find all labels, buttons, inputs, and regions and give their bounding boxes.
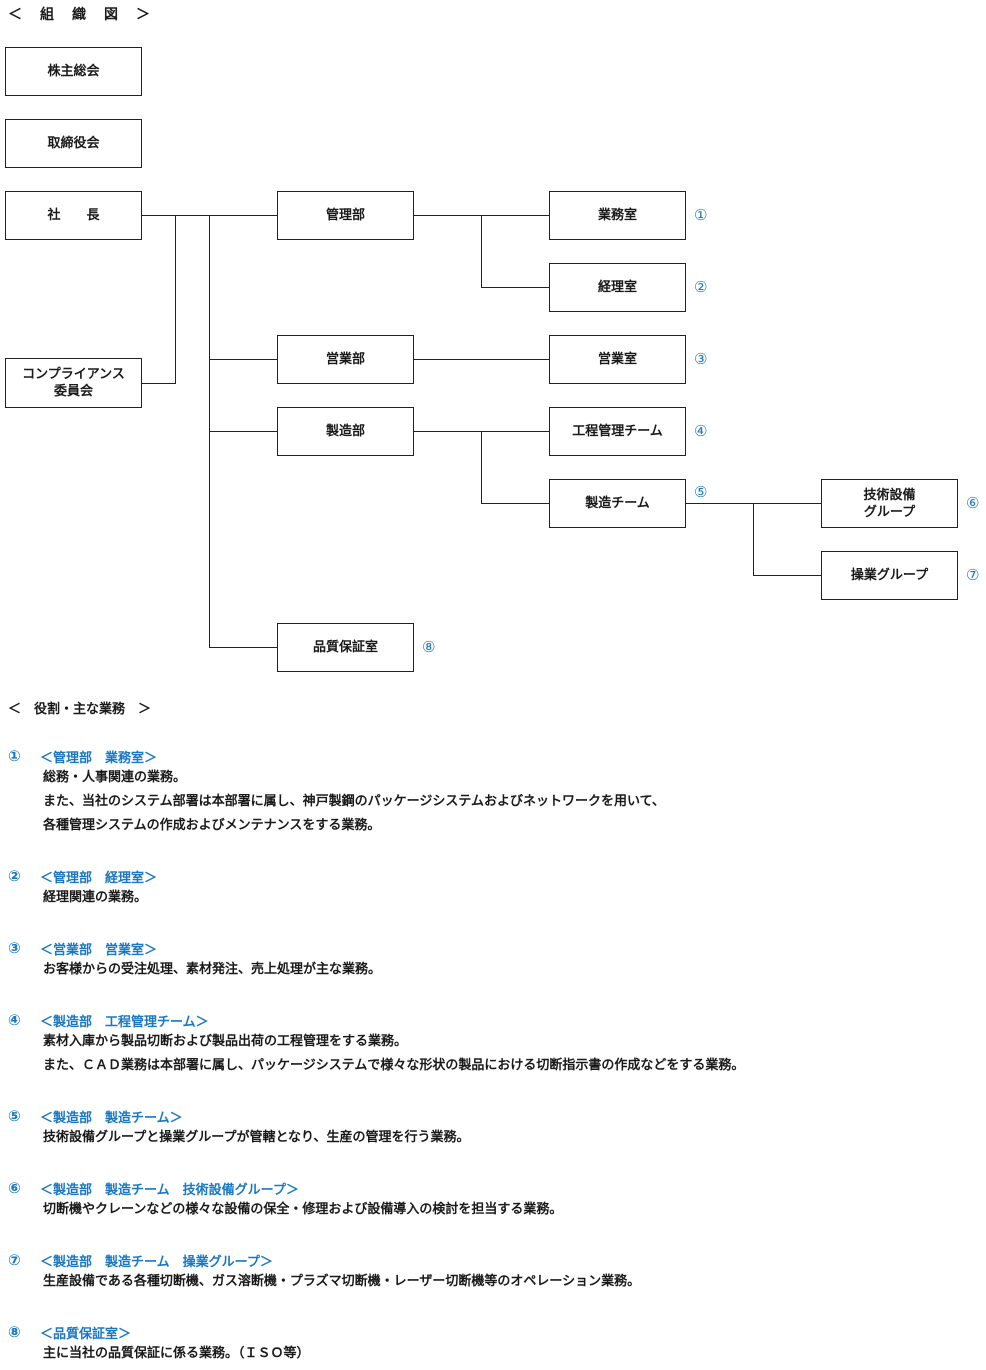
role-item: ⑦ ＜製造部 製造チーム 操業グループ＞ 生産設備である各種切断機、ガス溶断機・プ… [8, 1250, 968, 1294]
line-to-sales-dept [209, 359, 277, 360]
role-item: ③ ＜営業部 営業室＞ お客様からの受注処理、素材発注、売上処理が主な業務。 [8, 938, 968, 982]
role-line: 切断機やクレーンなどの様々な設備の保全・修理および設備導入の検討を担当する業務。 [43, 1202, 563, 1217]
marker-5: ⑤ [694, 483, 708, 501]
line-compliance-h [142, 383, 176, 384]
role-number: ⑤ [8, 1107, 21, 1125]
role-title: ＜製造部 製造チーム 操業グループ＞ [40, 1254, 273, 1270]
role-number: ② [8, 867, 21, 885]
line-to-qa-room [209, 647, 277, 648]
role-line: 技術設備グループと操業グループが管轄となり、生産の管理を行う業務。 [43, 1130, 470, 1145]
role-title: ＜営業部 営業室＞ [40, 942, 158, 958]
role-item: ⑥ ＜製造部 製造チーム 技術設備グループ＞ 切断機やクレーンなどの様々な設備の保… [8, 1178, 968, 1222]
role-number: ⑥ [8, 1179, 21, 1197]
marker-6: ⑥ [966, 494, 980, 512]
marker-3: ③ [694, 350, 708, 368]
box-sales-room: 営業室 [549, 335, 686, 384]
role-line: また、当社のシステム部署は本部署に属し、神戸製鋼のパッケージシステムおよびネット… [43, 794, 665, 809]
line-compliance-v [175, 215, 176, 383]
marker-1: ① [694, 206, 708, 224]
marker-4: ④ [694, 422, 708, 440]
role-item: ② ＜管理部 経理室＞ 経理関連の業務。 [8, 866, 968, 910]
role-title: ＜製造部 製造チーム＞ [40, 1110, 183, 1126]
role-number: ⑧ [8, 1323, 21, 1341]
role-title: ＜製造部 製造チーム 技術設備グループ＞ [40, 1182, 299, 1198]
role-title: ＜品質保証室＞ [40, 1326, 132, 1342]
line-to-ops-group [753, 575, 821, 576]
role-title: ＜製造部 工程管理チーム＞ [40, 1014, 209, 1030]
line-to-mfg-dept [209, 431, 277, 432]
role-line: 生産設備である各種切断機、ガス溶断機・プラズマ切断機・レーザー切断機等のオペレー… [43, 1274, 641, 1289]
role-item: ⑤ ＜製造部 製造チーム＞ 技術設備グループと操業グループが管轄となり、生産の管理… [8, 1106, 968, 1150]
line-to-mfg-team [481, 503, 549, 504]
role-number: ③ [8, 939, 21, 957]
role-line: 素材入庫から製品切断および製品出荷の工程管理をする業務。 [43, 1034, 408, 1049]
box-accounting-room: 経理室 [549, 263, 686, 312]
box-mfg-dept: 製造部 [277, 407, 414, 456]
box-president: 社 長 [5, 191, 142, 240]
line-to-accounting [481, 287, 549, 288]
box-sales-dept: 営業部 [277, 335, 414, 384]
box-compliance: コンプライアンス 委員会 [5, 358, 142, 408]
roles-section-title: ＜ 役割・主な業務 ＞ [8, 702, 152, 717]
role-number: ① [8, 747, 21, 765]
box-mgmt-dept: 管理部 [277, 191, 414, 240]
line-mfg-branch [481, 431, 482, 504]
line-mgmt-branch [481, 215, 482, 288]
box-shareholders: 株主総会 [5, 47, 142, 96]
box-board: 取締役会 [5, 119, 142, 168]
role-title: ＜管理部 業務室＞ [40, 750, 158, 766]
role-number: ④ [8, 1011, 21, 1029]
role-line: 各種管理システムの作成およびメンテナンスをする業務。 [43, 818, 381, 833]
marker-8: ⑧ [422, 638, 436, 656]
role-line: 主に当社の品質保証に係る業務。（ＩＳＯ等） [43, 1346, 310, 1361]
marker-2: ② [694, 278, 708, 296]
role-item: ⑧ ＜品質保証室＞ 主に当社の品質保証に係る業務。（ＩＳＯ等） [8, 1322, 968, 1366]
marker-7: ⑦ [966, 566, 980, 584]
box-process-team: 工程管理チーム [549, 407, 686, 456]
role-number: ⑦ [8, 1251, 21, 1269]
box-ops-group: 操業グループ [821, 551, 958, 600]
chart-title: ＜ 組 織 図 ＞ [8, 7, 152, 23]
role-line: 総務・人事関連の業務。 [43, 770, 187, 785]
line-team-branch [753, 503, 754, 576]
role-line: また、ＣＡＤ業務は本部署に属し、パッケージシステムで様々な形状の製品における切断… [43, 1058, 745, 1073]
box-affairs-room: 業務室 [549, 191, 686, 240]
box-qa-room: 品質保証室 [277, 623, 414, 672]
role-title: ＜管理部 経理室＞ [40, 870, 158, 886]
role-line: お客様からの受注処理、素材発注、売上処理が主な業務。 [43, 962, 382, 977]
role-item: ① ＜管理部 業務室＞ 総務・人事関連の業務。 また、当社のシステム部署は本部署に… [8, 746, 968, 838]
role-item: ④ ＜製造部 工程管理チーム＞ 素材入庫から製品切断および製品出荷の工程管理をする… [8, 1010, 968, 1078]
line-sales-room [414, 359, 549, 360]
box-tech-group: 技術設備 グループ [821, 479, 958, 528]
box-mfg-team: 製造チーム [549, 479, 686, 528]
role-line: 経理関連の業務。 [43, 890, 148, 905]
